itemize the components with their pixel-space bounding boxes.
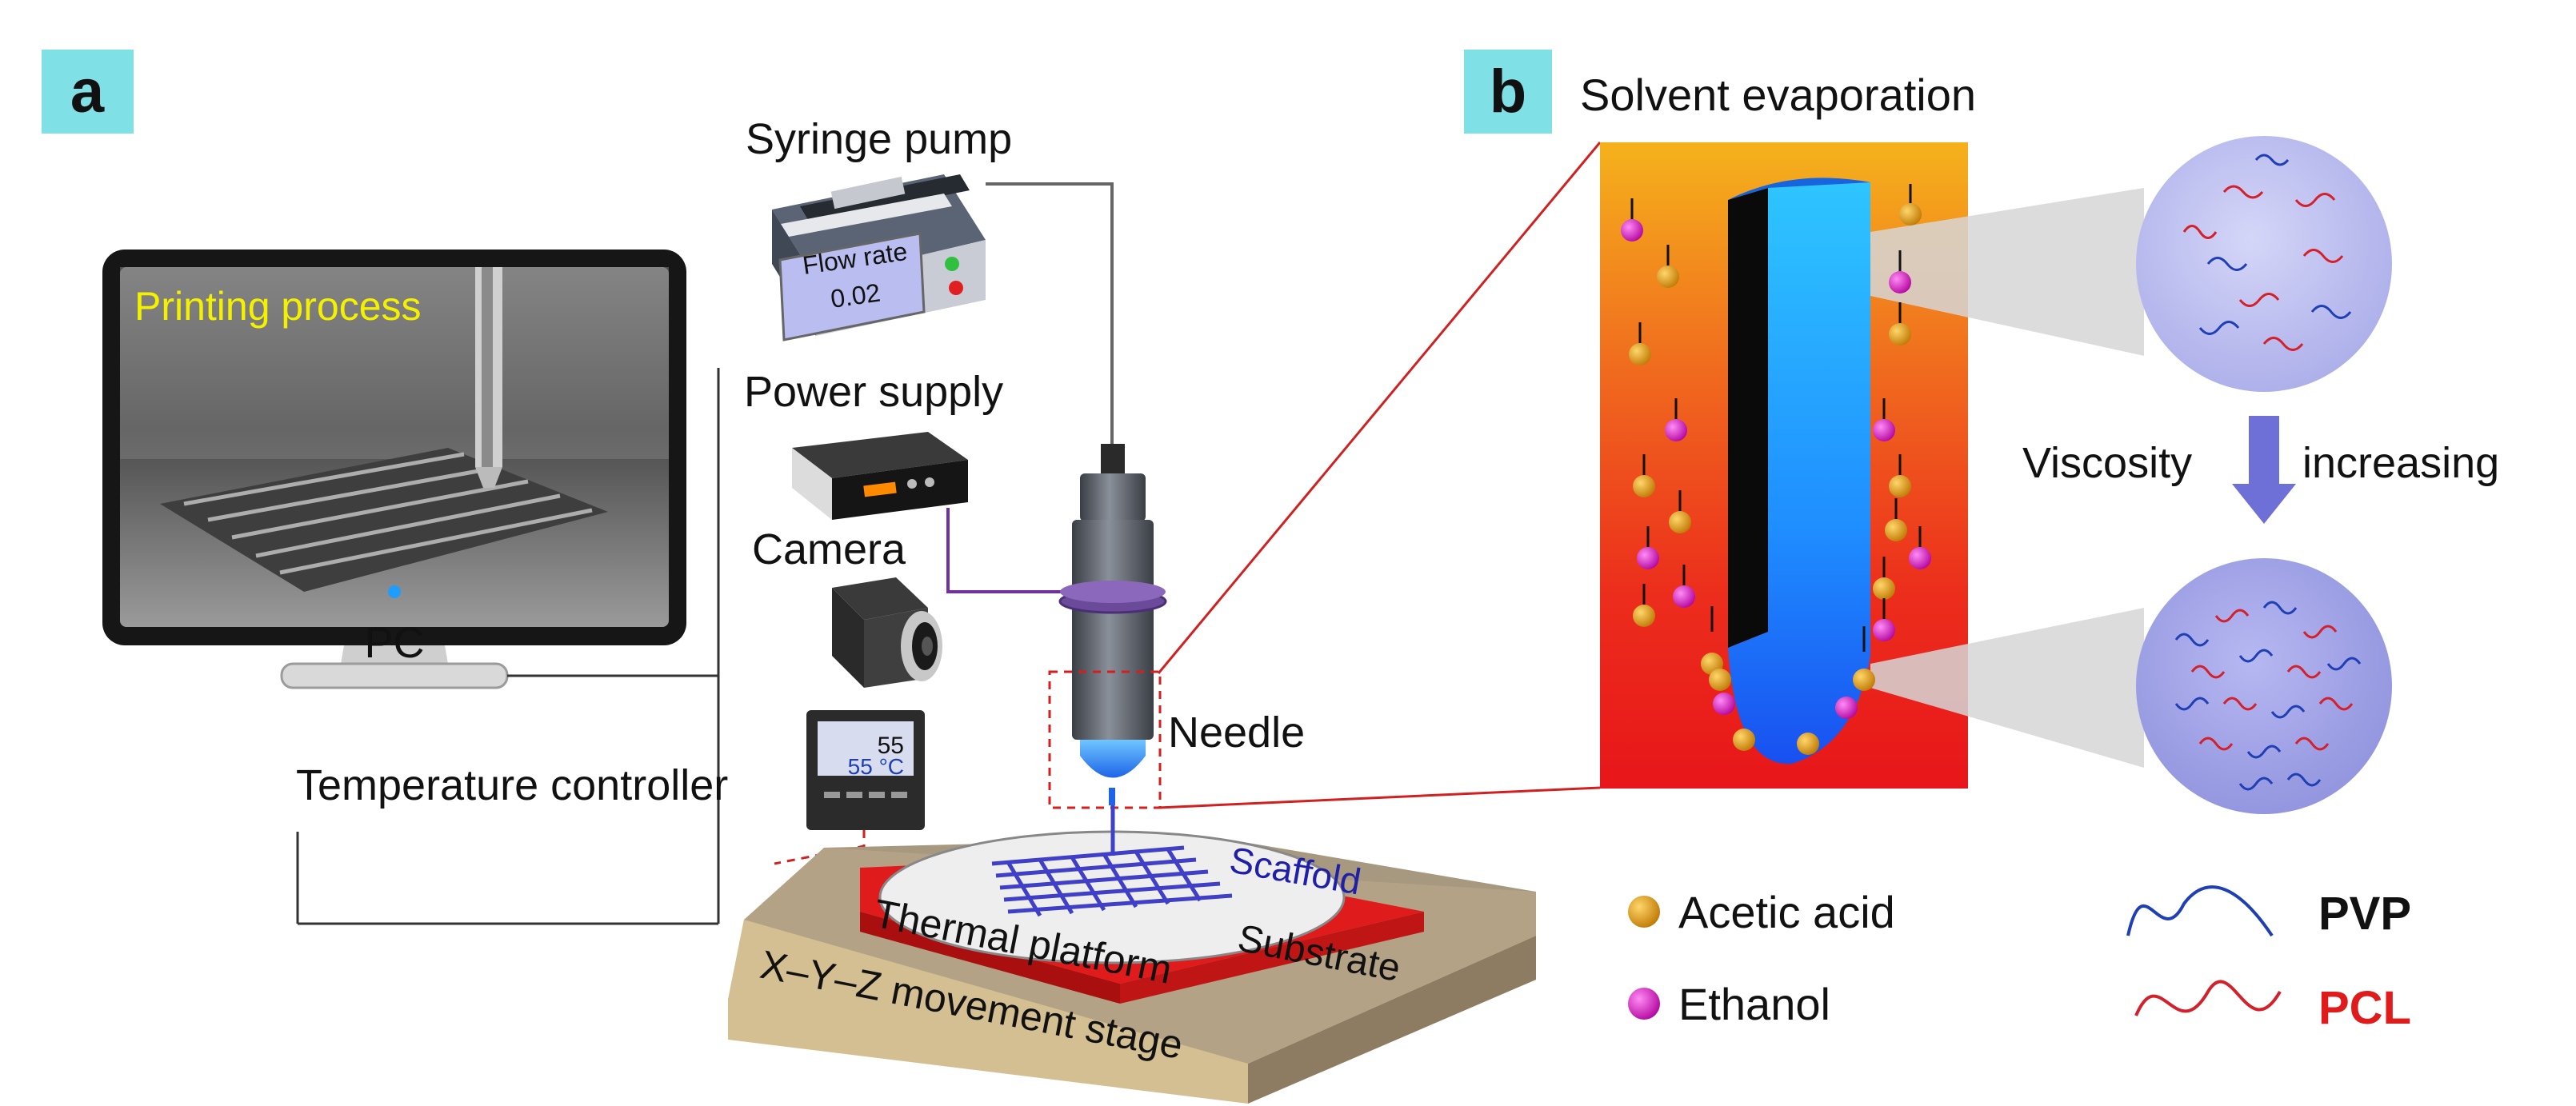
connection-wires bbox=[296, 368, 720, 925]
acetic-acid-molecule bbox=[1733, 729, 1755, 751]
pcl-chain-icon bbox=[2134, 980, 2282, 1016]
temperature-controller-label: Temperature controller bbox=[296, 761, 728, 809]
panel-b-title: Solvent evaporation bbox=[1580, 70, 1976, 120]
temp-reading-top: 55 bbox=[878, 733, 904, 759]
legend: Acetic acid Ethanol PVP PCL bbox=[1628, 885, 2411, 1034]
acetic-acid-molecule bbox=[1633, 454, 1655, 497]
pvp-chain-icon bbox=[2126, 885, 2274, 937]
solvent-molecules bbox=[1621, 184, 1931, 755]
ethanol-molecule bbox=[1665, 398, 1687, 441]
green-button-icon bbox=[945, 257, 959, 271]
ethanol-molecule bbox=[1873, 398, 1895, 441]
legend-ethanol: Ethanol bbox=[1678, 979, 1830, 1029]
scaffold-lattice bbox=[991, 845, 1233, 917]
monitor-stand bbox=[280, 662, 509, 689]
syringe-pump-label: Syringe pump bbox=[746, 115, 1012, 163]
acetic-acid-molecule bbox=[1629, 322, 1651, 365]
camera-label: Camera bbox=[752, 525, 906, 573]
panel-b-tab bbox=[1464, 50, 1552, 134]
power-supply bbox=[792, 432, 968, 520]
temp-reading-bottom: 55 °C bbox=[848, 754, 904, 779]
acetic-acid-molecule bbox=[1669, 490, 1691, 533]
increasing-label: increasing bbox=[2302, 439, 2499, 487]
needle-label: Needle bbox=[1168, 709, 1305, 757]
acetic-acid-molecule bbox=[1709, 669, 1731, 691]
zoom-line-bottom bbox=[1158, 786, 1601, 809]
panel-a-letter: a bbox=[70, 58, 105, 126]
needle-barrel bbox=[1072, 520, 1154, 740]
syringe-pump: Flow rate 0.02 bbox=[772, 174, 986, 341]
ethanol-molecule bbox=[1835, 697, 1858, 719]
needle-tip bbox=[1080, 740, 1146, 778]
ethanol-molecule bbox=[1873, 598, 1895, 641]
concentrated-solution-circle bbox=[2136, 558, 2392, 814]
beam-bottom bbox=[1870, 608, 2144, 768]
red-button-icon bbox=[949, 281, 963, 295]
viscosity-arrow bbox=[2232, 416, 2296, 524]
acetic-acid-molecule bbox=[1873, 557, 1895, 600]
dilute-solution-circle bbox=[2136, 136, 2392, 392]
legend-pvp: PVP bbox=[2318, 888, 2411, 940]
viscosity-label: Viscosity bbox=[2022, 439, 2192, 487]
panel-b-letter: b bbox=[1490, 58, 1526, 126]
acetic-acid-molecule bbox=[1853, 626, 1875, 691]
power-supply-label: Power supply bbox=[744, 368, 1003, 416]
feed-tube bbox=[986, 182, 1114, 448]
flow-rate-value: 0.02 bbox=[829, 278, 882, 313]
zoom-box bbox=[1048, 670, 1162, 809]
needle-assembly bbox=[1058, 444, 1167, 805]
pc-monitor: Printing process PC bbox=[102, 250, 686, 689]
acetic-acid-molecule bbox=[1889, 302, 1911, 345]
camera bbox=[832, 577, 942, 688]
screen-text: Printing process bbox=[134, 284, 422, 329]
acetic-acid-molecule bbox=[1889, 454, 1911, 497]
beam-top bbox=[1870, 188, 2144, 356]
ethanol-molecule bbox=[1889, 250, 1911, 293]
printed-lattice bbox=[160, 448, 608, 592]
acetic-acid-molecule bbox=[1797, 733, 1819, 755]
pump-display bbox=[778, 232, 926, 341]
legend-acetic-acid: Acetic acid bbox=[1678, 887, 1895, 937]
temperature-controller: 55 55 °C bbox=[806, 710, 925, 830]
acetic-acid-molecule bbox=[1633, 584, 1655, 627]
ethanol-molecule bbox=[1713, 693, 1735, 715]
acetic-acid-molecule bbox=[1657, 245, 1679, 288]
ethanol-molecule bbox=[1909, 526, 1931, 569]
power-led-icon bbox=[388, 585, 401, 598]
ethanol-molecule bbox=[1673, 565, 1695, 608]
acetic-acid-molecule bbox=[1885, 498, 1907, 541]
voltage-wire bbox=[946, 508, 1068, 593]
ethanol-molecule bbox=[1621, 198, 1643, 242]
ethanol-molecule bbox=[1637, 526, 1659, 569]
panel-a-tab bbox=[42, 50, 134, 134]
thermocouple-wire bbox=[774, 830, 866, 865]
legend-pcl: PCL bbox=[2318, 982, 2411, 1034]
acetic-acid-legend-icon bbox=[1628, 896, 1660, 928]
ethanol-legend-icon bbox=[1628, 988, 1660, 1020]
needle-cross-section bbox=[1728, 178, 1870, 765]
pc-label: PC bbox=[364, 619, 424, 667]
zoom-line-top bbox=[1157, 142, 1602, 674]
acetic-acid-molecule bbox=[1899, 184, 1922, 226]
